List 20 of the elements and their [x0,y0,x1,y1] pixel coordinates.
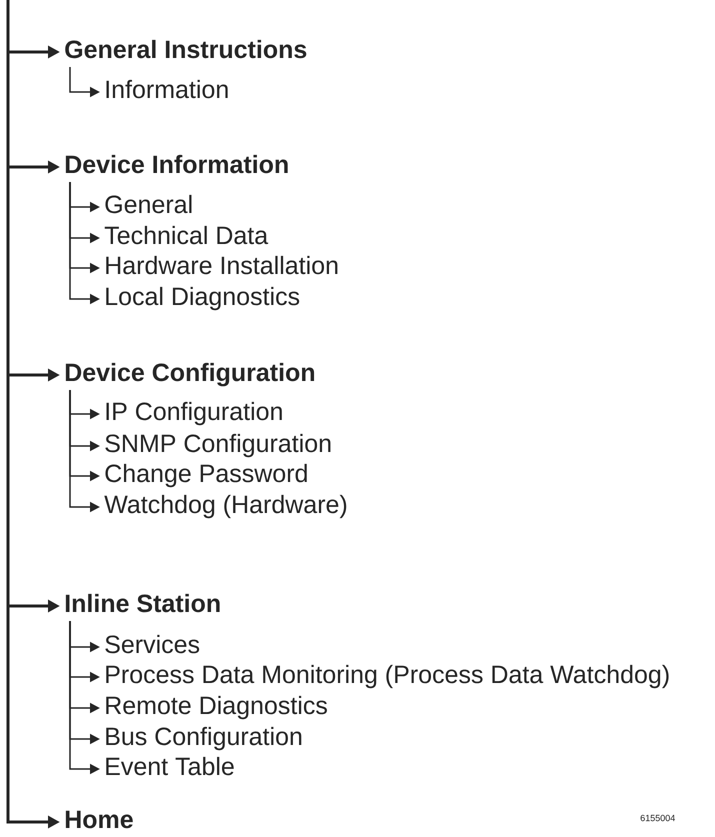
menu-item: Remote Diagnostics [106,696,327,720]
figure-number: 6155004 [640,814,675,822]
menu-item: General Instructions [65,40,306,58]
menu-item: Watchdog (Hardware) [104,494,346,518]
menu-item: IP Configuration [106,402,282,426]
menu-item: Services [105,634,200,654]
menu-item: Event Table [106,756,234,776]
menu-item: Information [106,80,228,98]
menu-item: General [105,194,192,214]
menu-item: Change Password [105,464,307,488]
menu-item: Process Data Monitoring (Process Data Watchdog) [106,664,669,688]
menu-item: Technical Data [104,226,268,244]
menu-item: Home [66,810,133,828]
menu-item: Device Information [66,154,288,174]
menu-item: Inline Station [66,594,220,612]
menu-item: Bus Configuration [106,726,302,750]
menu-item: SNMP Configuration [105,434,330,458]
menu-item: Hardware Installation [106,256,338,274]
menu-item: Device Configuration [66,362,314,386]
menu-item: Local Diagnostics [106,286,300,310]
